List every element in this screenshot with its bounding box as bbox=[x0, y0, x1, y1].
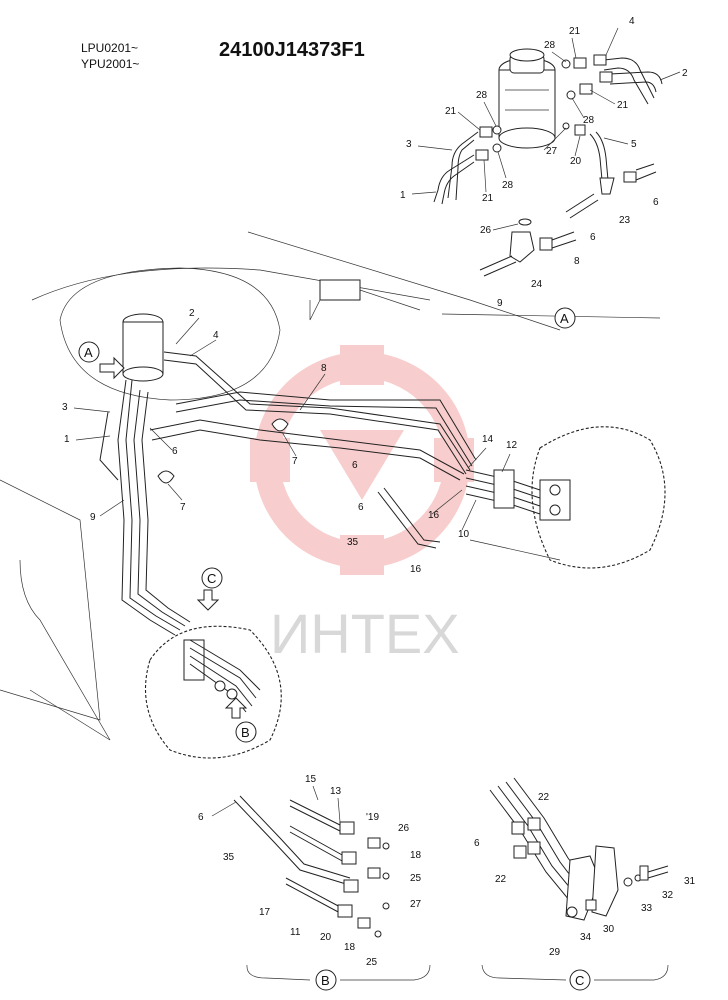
callout: 27 bbox=[410, 899, 422, 910]
callout: 6 bbox=[653, 197, 659, 208]
callout: 4 bbox=[213, 330, 219, 341]
callout: 9 bbox=[90, 512, 96, 523]
callout: 26 bbox=[398, 823, 410, 834]
leader-lines bbox=[73, 27, 681, 823]
callout: 24 bbox=[531, 279, 543, 290]
callout: 18 bbox=[410, 850, 422, 861]
callout: 3 bbox=[406, 139, 412, 150]
callout: 29 bbox=[549, 947, 561, 958]
callout: 16 bbox=[428, 510, 440, 521]
arrow-a-icon bbox=[99, 356, 125, 380]
callout: 28 bbox=[544, 40, 556, 51]
part-number: 24100J14373F1 bbox=[219, 39, 365, 61]
callout: 28 bbox=[476, 90, 488, 101]
callout: 8 bbox=[574, 256, 580, 267]
callout: 28 bbox=[583, 115, 595, 126]
callout: 1 bbox=[64, 434, 70, 445]
callout: 5 bbox=[631, 139, 637, 150]
view-b-label: B bbox=[321, 973, 330, 988]
detail-a-callouts: 4 21 28 2 21 28 21 28 3 27 5 20 28 21 1 … bbox=[400, 16, 688, 329]
detail-c-callouts: 22 6 22 31 32 33 30 34 29 bbox=[474, 792, 696, 958]
callout: 26 bbox=[480, 225, 492, 236]
callout: 13 bbox=[330, 786, 342, 797]
callout: 7 bbox=[180, 502, 186, 513]
callout: 20 bbox=[320, 932, 332, 943]
callout: 16 bbox=[410, 564, 422, 575]
callout: 6 bbox=[198, 812, 204, 823]
callout: 27 bbox=[546, 146, 558, 157]
callout: 21 bbox=[569, 26, 581, 37]
callout: 1 bbox=[400, 190, 406, 201]
serial-range-2: YPU2001~ bbox=[81, 57, 140, 71]
callout: 11 bbox=[290, 927, 301, 938]
callout: 6 bbox=[590, 232, 596, 243]
callout: 6 bbox=[352, 460, 358, 471]
callout: 2 bbox=[189, 308, 195, 319]
callout: 31 bbox=[684, 876, 696, 887]
callout: 22 bbox=[538, 792, 550, 803]
callout: 7 bbox=[292, 456, 298, 467]
callout: 25 bbox=[366, 957, 378, 968]
view-c-marker bbox=[569, 969, 591, 991]
callout: 33 bbox=[641, 903, 653, 914]
callout: 25 bbox=[410, 873, 422, 884]
arrow-c-icon bbox=[196, 589, 220, 611]
callout: 9 bbox=[497, 298, 503, 309]
callout: 18 bbox=[344, 942, 356, 953]
callout: 22 bbox=[495, 874, 507, 885]
detail-b-callouts: 15 13 6 '19 26 18 35 25 27 17 11 20 18 2… bbox=[198, 774, 422, 968]
callout: 21 bbox=[617, 100, 629, 111]
view-b-marker bbox=[315, 969, 337, 991]
callout: 32 bbox=[662, 890, 674, 901]
view-b-marker-main bbox=[235, 721, 257, 743]
detail-b: B bbox=[233, 795, 431, 991]
view-b-label-main: B bbox=[241, 725, 250, 740]
callout: 2 bbox=[682, 68, 688, 79]
view-a-marker bbox=[554, 307, 576, 329]
view-a-label: A bbox=[560, 311, 569, 326]
watermark-logo-icon bbox=[250, 345, 474, 575]
main-assembly bbox=[0, 231, 666, 759]
view-c-marker-main bbox=[201, 567, 223, 589]
callout: 14 bbox=[482, 434, 494, 445]
callout: 4 bbox=[629, 16, 635, 27]
view-a-label-main: A bbox=[84, 345, 93, 360]
view-c-label: C bbox=[575, 973, 584, 988]
view-c-label-main: C bbox=[207, 571, 216, 586]
callout: 35 bbox=[223, 852, 235, 863]
callout: 17 bbox=[259, 907, 271, 918]
callout: 6 bbox=[474, 838, 480, 849]
callout: 30 bbox=[603, 924, 615, 935]
view-a-marker-main bbox=[78, 341, 100, 363]
callout: 34 bbox=[580, 932, 592, 943]
serial-range-1: LPU0201~ bbox=[81, 41, 139, 55]
callout: 20 bbox=[570, 156, 582, 167]
callout: 6 bbox=[172, 446, 178, 457]
callout: 28 bbox=[502, 180, 514, 191]
arrow-b-icon bbox=[224, 697, 248, 719]
detail-a bbox=[433, 48, 663, 319]
callout: 21 bbox=[482, 193, 494, 204]
callout: 15 bbox=[305, 774, 317, 785]
callout: '19 bbox=[366, 812, 379, 823]
callout: 8 bbox=[321, 363, 327, 374]
callout: 23 bbox=[619, 215, 631, 226]
watermark-text: ИНТЕХ bbox=[270, 602, 460, 665]
callout: 35 bbox=[347, 537, 359, 548]
callout: 6 bbox=[358, 502, 364, 513]
callout: 12 bbox=[506, 440, 518, 451]
callout: 3 bbox=[62, 402, 68, 413]
callout: 10 bbox=[458, 529, 470, 540]
callout: 21 bbox=[445, 106, 457, 117]
detail-c: C bbox=[481, 777, 669, 991]
swivel-valve-body bbox=[498, 48, 556, 149]
main-callouts: 2 4 3 1 6 7 7 9 8 6 14 12 6 35 16 10 16 … bbox=[62, 308, 518, 743]
